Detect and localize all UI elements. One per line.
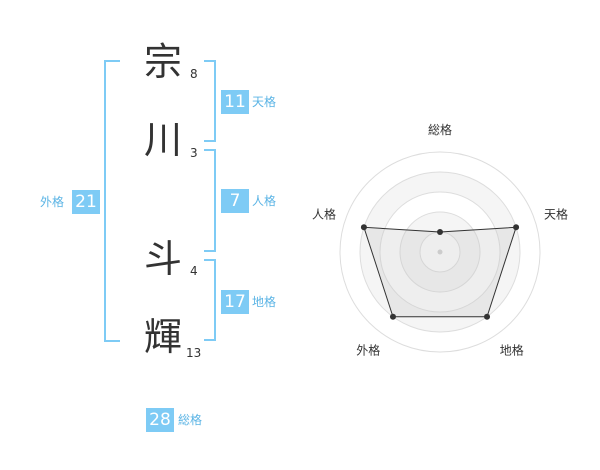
jinkaku-bracket (204, 149, 216, 252)
soukaku-label: 総格 (178, 413, 203, 427)
name-char-4: 輝 (143, 315, 182, 359)
tenkaku-bracket (204, 60, 216, 142)
stroke-count-1: 8 (190, 67, 198, 81)
gaikaku-label: 外格 (40, 195, 65, 209)
radar-point-2 (484, 313, 491, 320)
stroke-count-4: 13 (186, 346, 202, 360)
stroke-count-3: 4 (190, 264, 198, 278)
gaikaku-badge: 21 (72, 190, 100, 214)
gaikaku-bracket (104, 60, 120, 342)
name-char-1: 宗 (143, 40, 182, 84)
name-char-2: 川 (143, 118, 182, 162)
radar-point-4 (360, 224, 367, 231)
radar-axis-label-2: 地格 (500, 343, 524, 358)
radar-point-0 (437, 229, 443, 235)
soukaku-badge: 28 (146, 408, 174, 432)
radar-axis-label-3: 外格 (356, 343, 380, 358)
chikaku-label: 地格 (252, 295, 277, 309)
radar-point-1 (513, 224, 520, 231)
chikaku-badge: 17 (221, 290, 249, 314)
radar-point-3 (389, 313, 396, 320)
radar-center (437, 249, 443, 255)
tenkaku-label: 天格 (252, 95, 277, 109)
radar-points (360, 224, 520, 320)
chikaku-bracket (204, 259, 216, 341)
radar-axis-label-4: 人格 (312, 206, 336, 221)
jinkaku-badge: 7 (221, 189, 249, 213)
radar-axis-label-1: 天格 (544, 206, 568, 221)
radar-area (363, 226, 517, 318)
radar-axis-label-0: 総格 (428, 122, 452, 137)
stroke-count-2: 3 (190, 146, 198, 160)
tenkaku-badge: 11 (221, 90, 249, 114)
name-char-3: 斗 (143, 237, 182, 281)
jinkaku-label: 人格 (252, 194, 277, 208)
